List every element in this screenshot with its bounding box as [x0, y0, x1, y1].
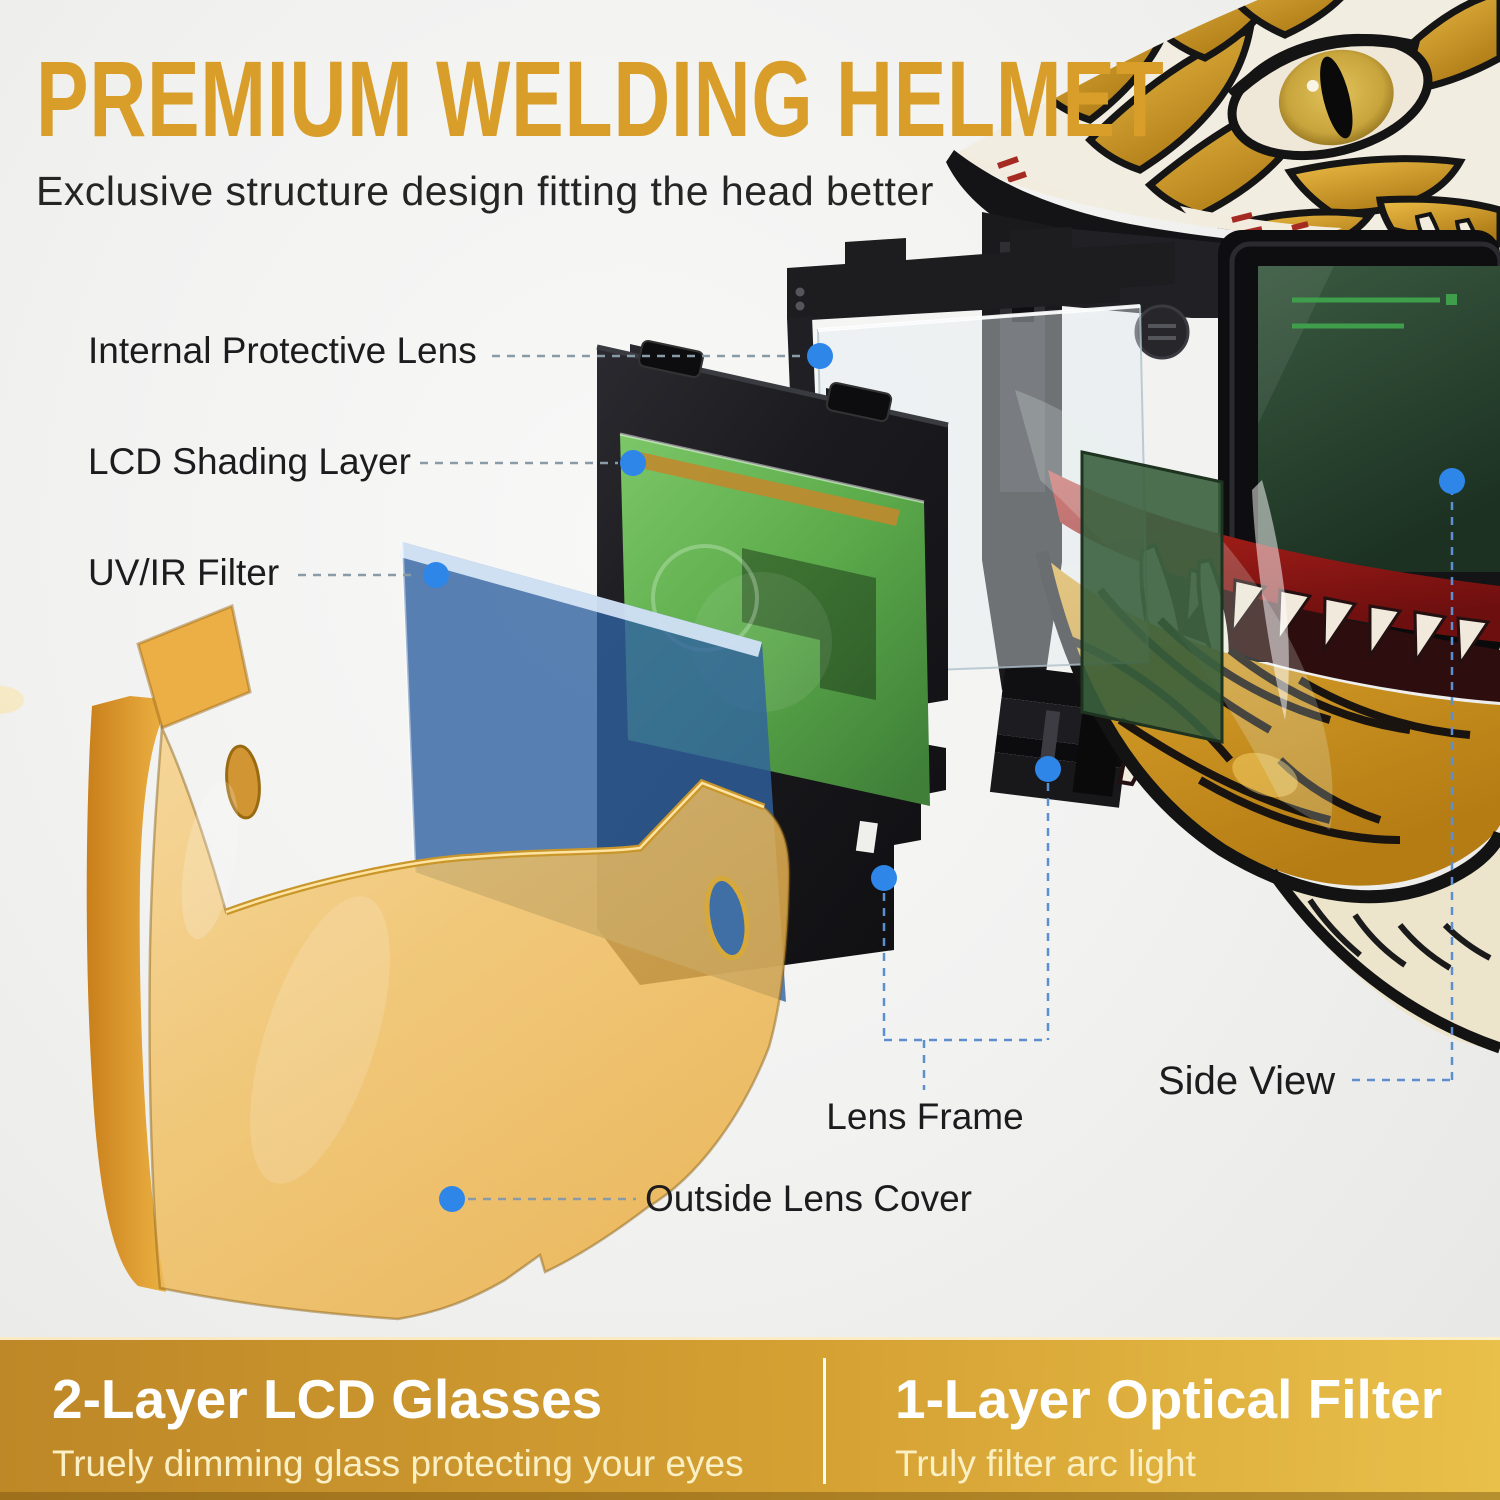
helmet-side-view-illustration: [0, 0, 1500, 1054]
banner-left-subtext: Truely dimming glass protecting your eye…: [52, 1443, 744, 1484]
banner-right-subtext: Truly filter arc light: [895, 1443, 1196, 1484]
outside-lens-cover-illustration: [86, 603, 791, 1321]
banner-right-column: 1-Layer Optical Filter Truly filter arc …: [895, 1340, 1442, 1500]
page-title: PREMIUM WELDING HELMET: [36, 38, 1165, 159]
label-lcd-shading-layer: LCD Shading Layer: [88, 441, 411, 482]
page-subtitle: Exclusive structure design fitting the h…: [36, 168, 934, 215]
upper-teeth: [1184, 568, 1491, 669]
banner-left-column: 2-Layer LCD Glasses Truely dimming glass…: [52, 1340, 744, 1500]
label-lens-frame: Lens Frame: [826, 1096, 1024, 1137]
header: PREMIUM WELDING HELMET Exclusive structu…: [36, 38, 1165, 215]
visor-top-flap: [136, 603, 252, 731]
label-side-view: Side View: [1158, 1059, 1336, 1103]
callout-dot-uv-ir-filter: [423, 562, 449, 588]
banner-left-heading: 2-Layer LCD Glasses: [52, 1368, 603, 1430]
visor-side-hole: [704, 875, 750, 961]
label-internal-protective-lens: Internal Protective Lens: [88, 330, 477, 371]
visor-left-curl: [86, 696, 172, 1292]
callout-dot-lcd-shading-layer: [620, 450, 646, 476]
snake-eye: [1227, 33, 1433, 161]
callout-dots: [423, 343, 1465, 1212]
callout-dot-outside-lens-cover: [439, 1186, 465, 1212]
callout-dot-lens-frame-a: [1035, 756, 1061, 782]
callout-dot-lens-frame-b: [871, 865, 897, 891]
brand-badge-icon: [1134, 304, 1190, 360]
callout-line-side-view: [1352, 492, 1454, 1082]
lens-frame-top-bar: [787, 227, 1175, 320]
callout-lines: [298, 354, 1454, 1201]
label-uv-ir-filter: UV/IR Filter: [88, 552, 280, 593]
feature-banner: 2-Layer LCD Glasses Truely dimming glass…: [0, 1337, 1500, 1500]
banner-divider: [823, 1358, 826, 1484]
helmet-lens-rails: [989, 664, 1135, 808]
banner-right-heading: 1-Layer Optical Filter: [895, 1368, 1443, 1430]
rear-shading-glass: [1080, 450, 1224, 744]
callout-dot-side-view: [1439, 468, 1465, 494]
banner-bottom-strip: [0, 1492, 1500, 1500]
label-outside-lens-cover: Outside Lens Cover: [645, 1178, 973, 1219]
callout-dot-internal-protective-lens: [807, 343, 833, 369]
